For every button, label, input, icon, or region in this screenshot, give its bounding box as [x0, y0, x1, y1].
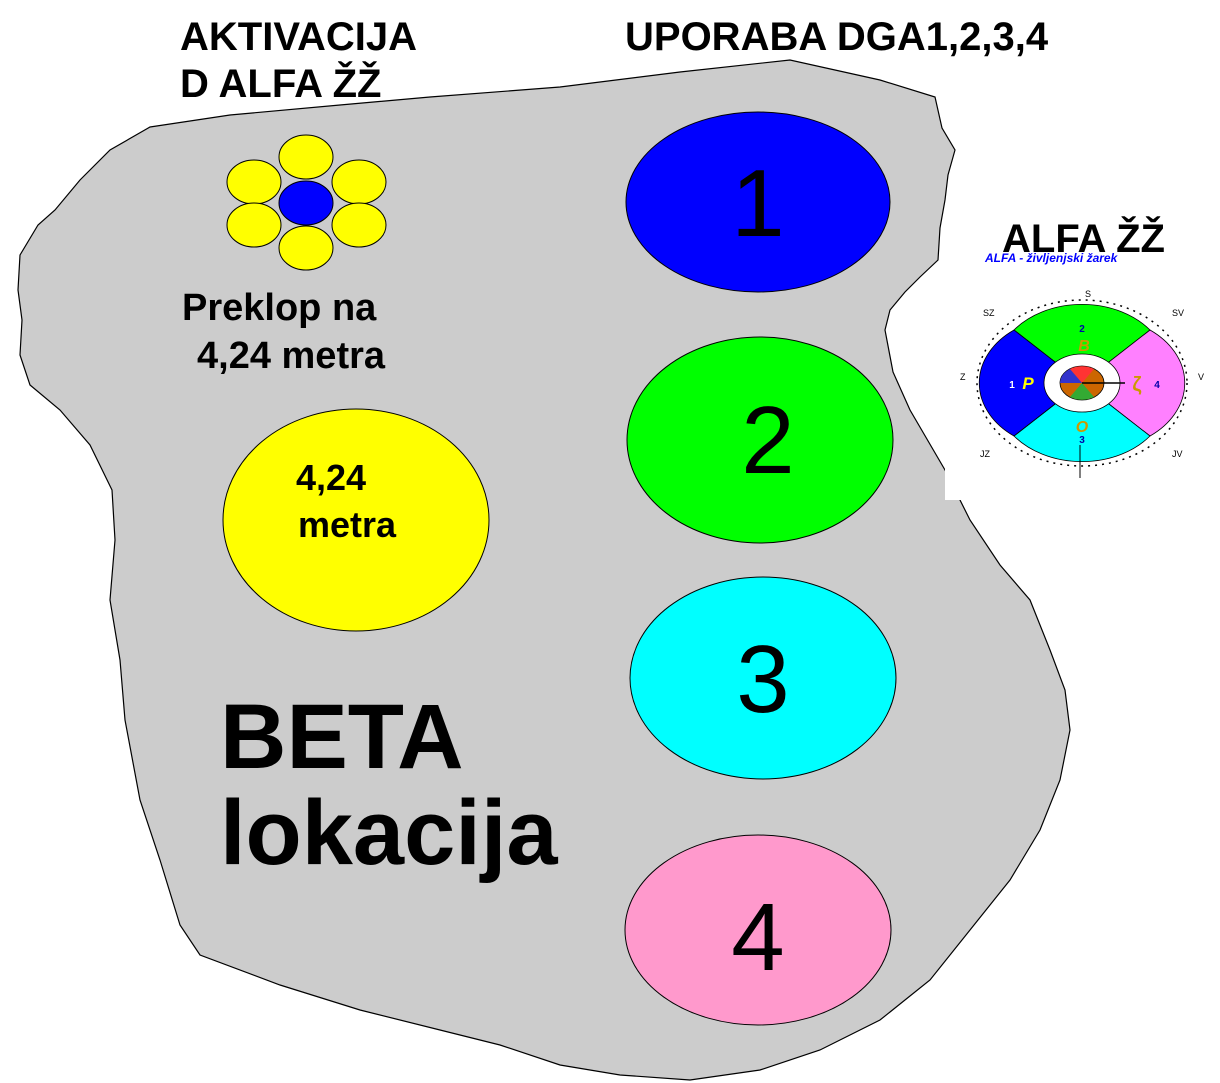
yellow-circle-line2: metra — [298, 504, 397, 545]
overlap-line2: 4,24 metra — [197, 335, 386, 377]
alfa-wheel-diagram: ALFA - življenjski žarek ALFA ŽŽ B P ζ O — [945, 215, 1220, 500]
alfa-dir-w: Z — [960, 372, 966, 382]
flower-petal-bottom-right — [331, 202, 387, 248]
overlap-line1: Preklop na — [182, 287, 377, 329]
yellow-circle — [222, 408, 490, 632]
beta-location-region — [17, 59, 1071, 1081]
left-title-line2: D ALFA ŽŽ — [180, 60, 381, 106]
alfa-outer-ring — [976, 299, 1188, 467]
circle-3 — [629, 576, 897, 780]
alfa-core-slice-c — [1070, 383, 1094, 400]
alfa-sector-right — [1081, 329, 1186, 437]
alfa-dir-nw: SZ — [983, 308, 995, 318]
alfa-core-slice-b — [1060, 369, 1082, 383]
alfa-num-left: 1 — [1009, 380, 1015, 391]
circle-2 — [626, 336, 894, 544]
alfa-dir-e: V — [1198, 372, 1204, 382]
flower-petal-top-left — [226, 159, 282, 205]
flower-petal-bottom-left — [226, 202, 282, 248]
alfa-sector-bottom — [1013, 382, 1151, 462]
alfa-subtitle: ALFA - življenjski žarek — [984, 251, 1119, 265]
left-title-line1: AKTIVACIJA — [180, 15, 417, 59]
alfa-num-bottom: 3 — [1079, 435, 1085, 446]
flower-center — [278, 180, 334, 226]
alfa-dir-sw: JZ — [980, 449, 991, 459]
alfa-sector-left-letter: P — [1022, 374, 1034, 393]
alfa-num-right: 4 — [1154, 380, 1160, 391]
circle-4 — [624, 834, 892, 1026]
circle-2-label: 2 — [741, 387, 794, 494]
yellow-circle-line1: 4,24 — [296, 457, 366, 498]
right-title: UPORABA DGA1,2,3,4 — [625, 15, 1049, 59]
alfa-dir-ne: SV — [1172, 308, 1184, 318]
alfa-num-top: 2 — [1079, 324, 1085, 335]
circle-3-label: 3 — [736, 626, 789, 733]
alfa-sector-right-letter: ζ — [1132, 374, 1141, 396]
alfa-sector-top — [1013, 304, 1151, 384]
alfa-title: ALFA ŽŽ — [1002, 215, 1165, 261]
alfa-sector-bottom-letter: O — [1076, 419, 1089, 436]
alfa-dir-se: JV — [1172, 449, 1183, 459]
alfa-dir-n: S — [1085, 289, 1091, 299]
main-label-line1: BETA — [220, 686, 464, 788]
alfa-sector-left — [978, 329, 1083, 437]
flower-petal-bottom — [278, 225, 334, 271]
alfa-sector-top-letter: B — [1078, 338, 1090, 355]
flower-petal-top-right — [331, 159, 387, 205]
main-label-line2: lokacija — [220, 782, 558, 884]
circle-1 — [625, 111, 891, 293]
alfa-core-slice-a — [1070, 366, 1094, 383]
flower-icon — [226, 134, 387, 271]
circle-4-label: 4 — [731, 884, 784, 991]
flower-petal-top — [278, 134, 334, 180]
circle-1-label: 1 — [731, 150, 784, 257]
